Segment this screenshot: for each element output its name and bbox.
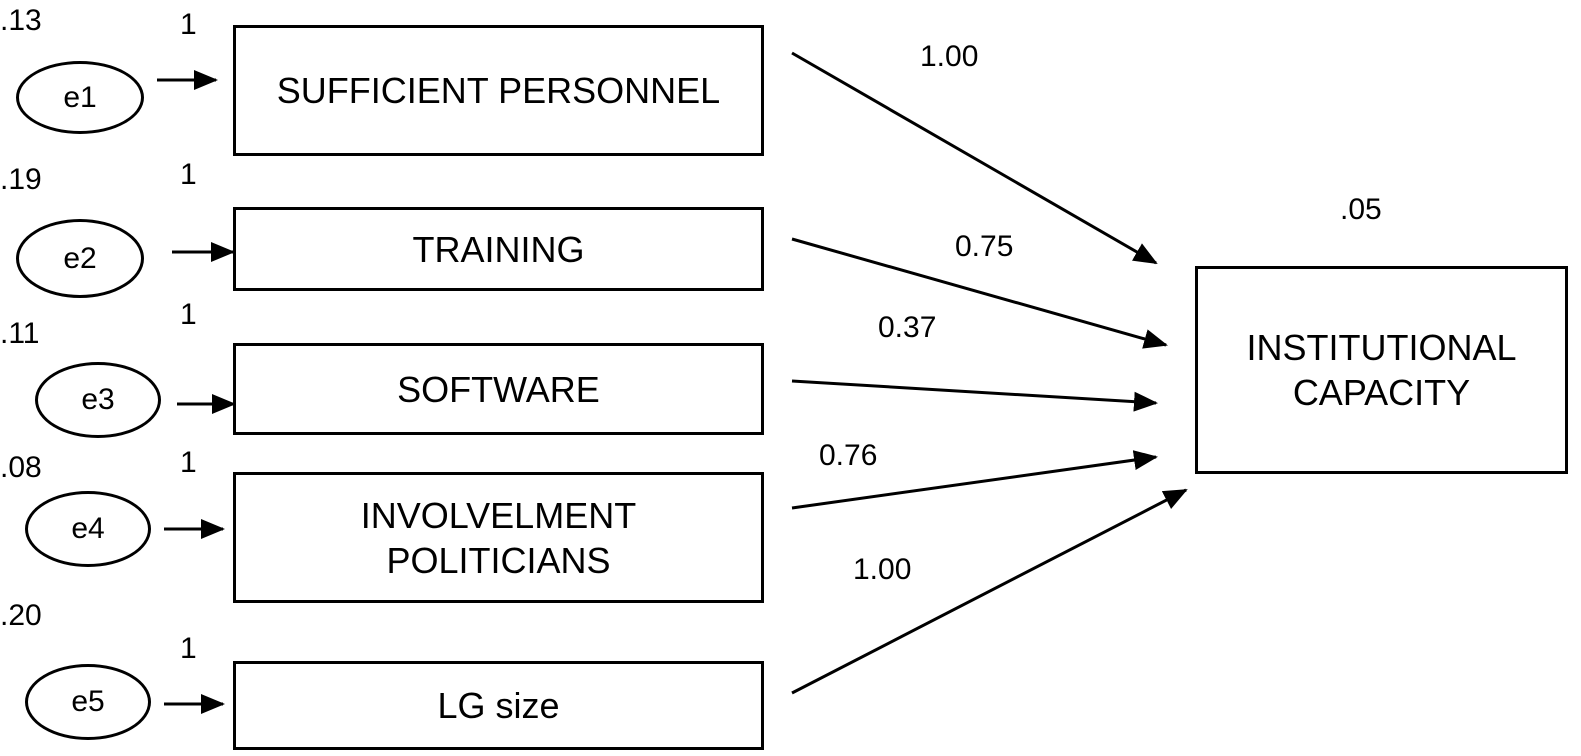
error-ellipse-e4: e4 bbox=[25, 491, 151, 567]
path-arrow-involvement-politicians bbox=[791, 450, 1158, 510]
box-involvement-politicians: INVOLVELMENT POLITICIANS bbox=[233, 472, 764, 603]
error-ellipse-e5: e5 bbox=[25, 664, 151, 740]
box-involvement-politicians-line1: INVOLVELMENT bbox=[360, 494, 637, 536]
error-ellipse-e2: e2 bbox=[16, 219, 144, 298]
error-variance-e2: .19 bbox=[0, 163, 42, 196]
error-variance-e4: .08 bbox=[0, 451, 42, 484]
error-loading-e2: 1 bbox=[180, 158, 197, 191]
path-coef-involvement-politicians: 0.76 bbox=[819, 439, 878, 472]
box-sufficient-personnel: SUFFICIENT PERSONNEL bbox=[233, 25, 764, 156]
path-arrow-sufficient-personnel bbox=[791, 51, 1158, 265]
error-loading-e1: 1 bbox=[180, 8, 197, 41]
box-training: TRAINING bbox=[233, 207, 764, 291]
path-arrow-lg-size bbox=[791, 488, 1188, 695]
error-variance-e1: .13 bbox=[0, 4, 42, 37]
box-sufficient-personnel-label: SUFFICIENT PERSONNEL bbox=[276, 70, 721, 111]
error-loading-e4: 1 bbox=[180, 446, 197, 479]
error-variance-e5: .20 bbox=[0, 599, 42, 632]
box-lg-size-label: LG size bbox=[437, 685, 560, 726]
error-loading-e5: 1 bbox=[180, 632, 197, 665]
box-training-label: TRAINING bbox=[412, 228, 585, 270]
box-involvement-politicians-line2: POLITICIANS bbox=[386, 539, 611, 581]
path-arrow-training bbox=[791, 237, 1168, 349]
box-lg-size: LG size bbox=[233, 661, 764, 750]
error-variance-e3: .11 bbox=[0, 317, 40, 350]
box-institutional-capacity-line1: INSTITUTIONAL bbox=[1246, 327, 1517, 368]
error-ellipse-e3: e3 bbox=[35, 362, 161, 438]
box-institutional-capacity: INSTITUTIONAL CAPACITY bbox=[1195, 266, 1568, 474]
outcome-variance: .05 bbox=[1340, 193, 1382, 226]
error-loading-e3: 1 bbox=[180, 298, 197, 331]
path-coef-training: 0.75 bbox=[955, 230, 1014, 263]
path-coef-lg-size: 1.00 bbox=[853, 553, 912, 586]
path-coef-software: 0.37 bbox=[878, 311, 937, 344]
box-software-label: SOFTWARE bbox=[397, 368, 600, 410]
box-software: SOFTWARE bbox=[233, 343, 764, 435]
path-coef-sufficient-personnel: 1.00 bbox=[920, 40, 979, 73]
path-arrow-software bbox=[791, 379, 1158, 412]
box-institutional-capacity-line2: CAPACITY bbox=[1292, 372, 1471, 413]
error-ellipse-e1: e1 bbox=[16, 61, 144, 134]
